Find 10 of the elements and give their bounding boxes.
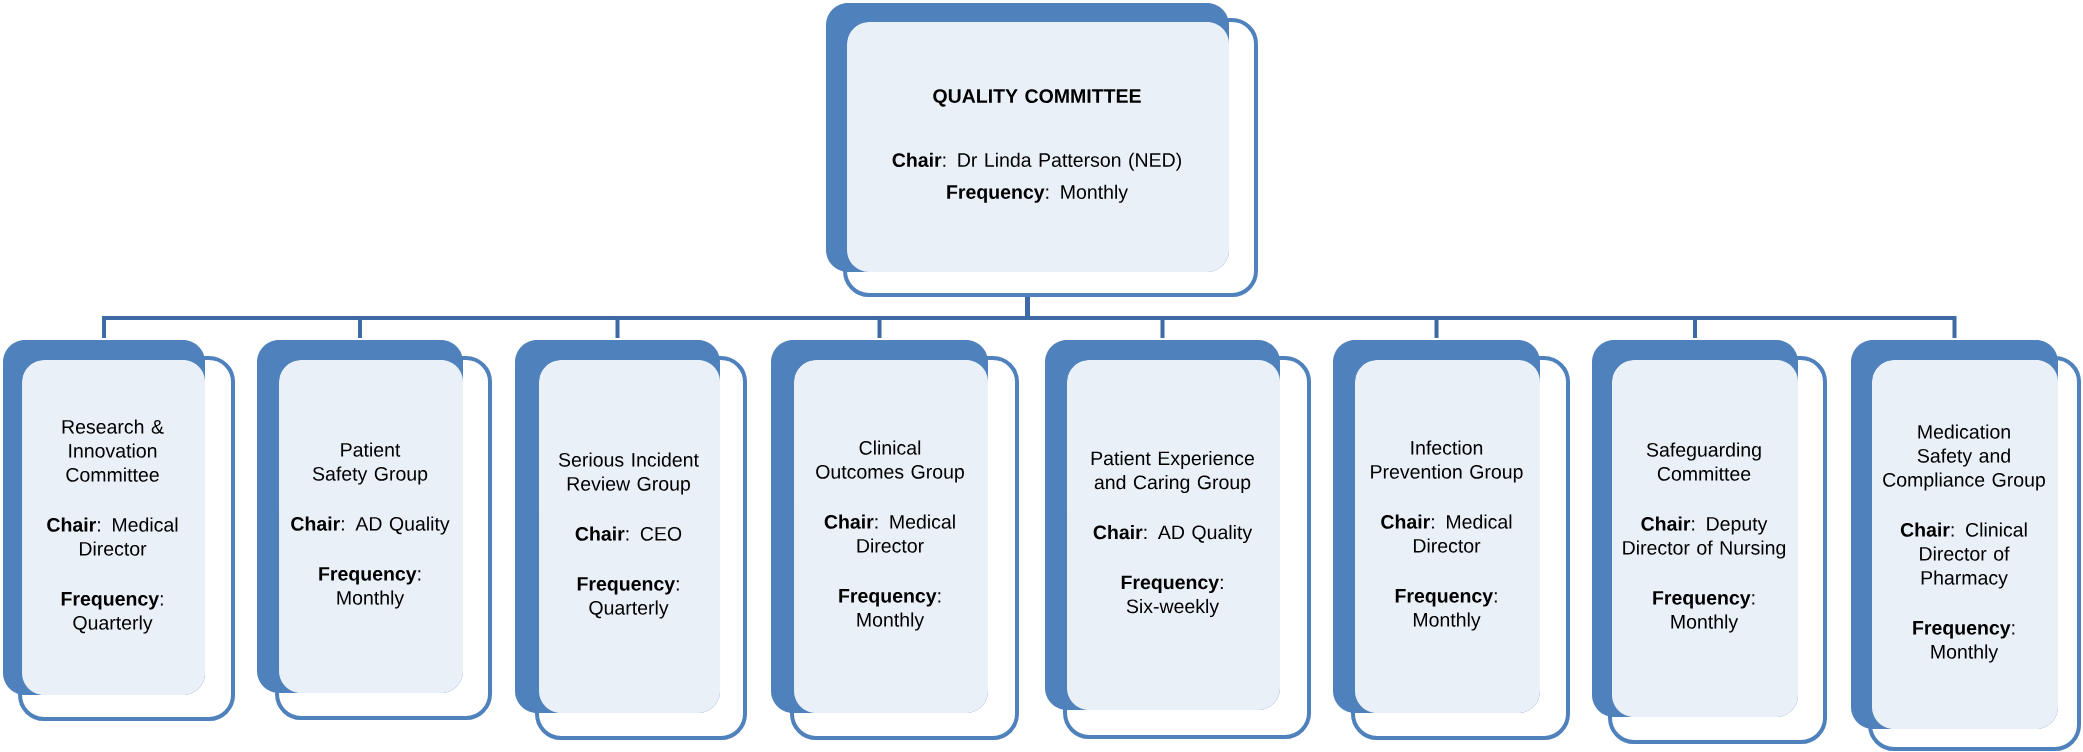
connector	[1025, 297, 1957, 338]
committee-box: Clinical Outcomes Group Chair: Medical Director Frequency: Monthly	[771, 340, 1019, 740]
committee-box: QUALITY COMMITTEE Chair: Dr Linda Patterson (NED) Frequency: Monthly	[826, 3, 1258, 297]
committee-box: Research & Innovation Committee Chair: Medical Director Frequency: Quarterly	[3, 340, 235, 721]
committee-box: Patient Safety Group Chair: AD Quality Frequency: Monthly	[257, 340, 492, 720]
committee-box: Safeguarding Committee Chair: Deputy Director of Nursing Frequency: Monthly	[1592, 340, 1827, 744]
committee-box: Patient Experience and Caring Group Chair: AD Quality Frequency: Six-weekly	[1045, 340, 1311, 739]
committee-box: Infection Prevention Group Chair: Medical Director Frequency: Monthly	[1333, 340, 1570, 740]
committee-box: Medication Safety and Compliance Group Chair: Clinical Director of Pharmacy Frequency: Monthly	[1851, 340, 2081, 751]
committee-box: Serious Incident Review Group Chair: CEO Frequency: Quarterly	[515, 340, 747, 740]
